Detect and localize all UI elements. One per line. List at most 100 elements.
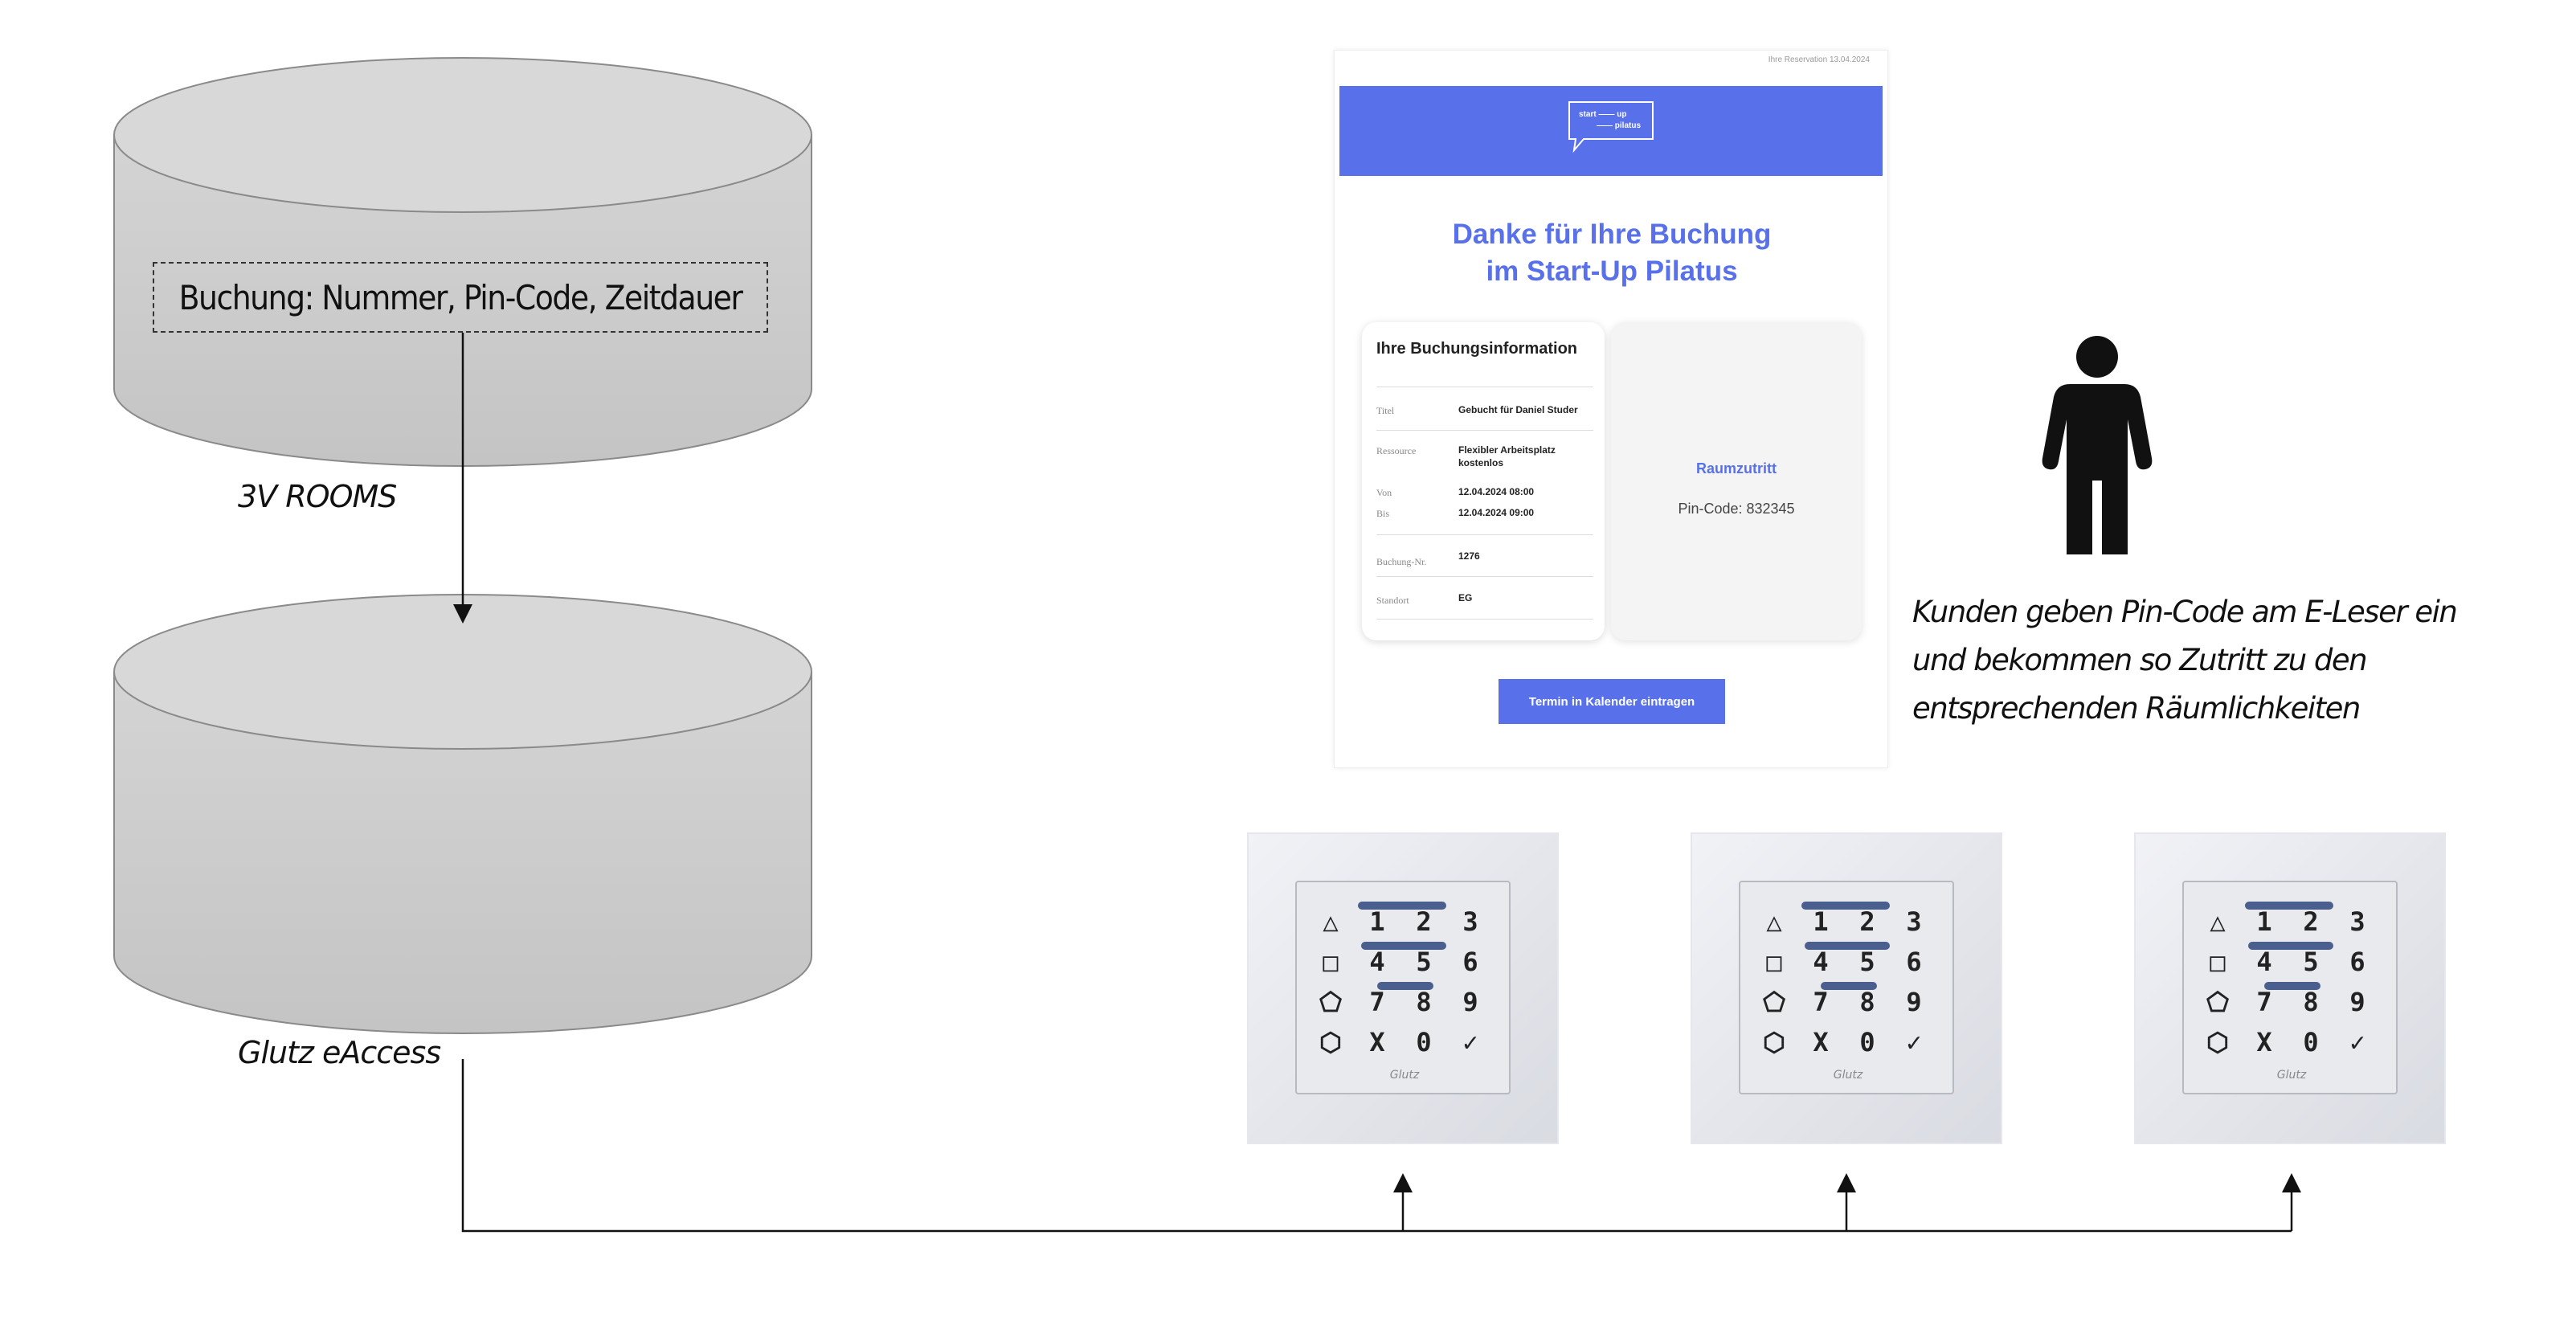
keypad-key[interactable]: 1	[1369, 906, 1385, 937]
info-value: 1276	[1458, 550, 1480, 562]
keypad-key[interactable]: 7	[1813, 987, 1829, 1017]
person-caption-line-1: Kunden geben Pin-Code am E-Leser ein	[1912, 595, 2458, 629]
keypad-key[interactable]: ⬡	[1319, 1027, 1342, 1057]
keypad-key[interactable]: 8	[1859, 987, 1875, 1017]
info-value: EG	[1458, 592, 1473, 603]
reader-brand-label: Glutz	[2276, 1069, 2307, 1082]
keypad-key[interactable]: 6	[1906, 947, 1922, 977]
keypad-key[interactable]: 2	[1859, 906, 1875, 937]
keypad-key[interactable]: 6	[1462, 947, 1478, 977]
keypad-key[interactable]: 9	[1462, 987, 1478, 1017]
keypad-key[interactable]: 4	[1369, 947, 1385, 977]
info-key: Buchung-Nr.	[1376, 556, 1427, 567]
connector-eaccess-to-readers	[461, 1059, 2293, 1233]
keypad-key[interactable]: 5	[2303, 947, 2319, 977]
database-label-3v-rooms: 3V ROOMS	[238, 479, 397, 514]
keypad-key[interactable]: 6	[2349, 947, 2365, 977]
keypad-key[interactable]: 0	[2303, 1027, 2319, 1057]
keypad-key[interactable]: ✓	[1462, 1027, 1478, 1057]
keypad-key[interactable]: 7	[1369, 987, 1385, 1017]
add-to-calendar-button[interactable]: Termin in Kalender eintragen	[1499, 679, 1725, 724]
keypad-key[interactable]: 7	[2256, 987, 2272, 1017]
booking-info-title: Ihre Buchungsinformation	[1376, 340, 1577, 358]
keypad-key[interactable]: 2	[1416, 906, 1432, 937]
info-key: Ressource	[1376, 445, 1417, 456]
keypad-key[interactable]: ⬡	[2206, 1027, 2229, 1057]
keypad-indicator-bar	[1358, 902, 1446, 910]
info-key: Titel	[1376, 405, 1395, 416]
arrowhead-reader-3	[2282, 1173, 2301, 1192]
database-glutz-eaccess	[113, 594, 812, 1034]
keypad-key[interactable]: △	[1323, 906, 1339, 937]
keypad-indicator-bar	[1801, 902, 1890, 910]
keypad-key[interactable]: ✓	[1906, 1027, 1922, 1057]
keypad-key[interactable]: X	[1813, 1027, 1829, 1057]
email-header: start —— up —— pilatus	[1339, 86, 1883, 176]
person-icon	[2042, 336, 2153, 554]
keypad-key[interactable]: □	[2210, 947, 2226, 977]
keypad-key[interactable]: △	[1766, 906, 1782, 937]
keypad-key[interactable]: 8	[1416, 987, 1432, 1017]
booking-confirmation-email: Ihre Reservation 13.04.2024 start —— up …	[1334, 50, 1888, 768]
thanks-line-1: Danke für Ihre Buchung	[1452, 219, 1772, 250]
keypad-key[interactable]: 1	[1813, 906, 1829, 937]
keypad-key[interactable]: □	[1323, 947, 1339, 977]
keypad-key[interactable]: 4	[1813, 947, 1829, 977]
keypad-indicator-bar	[2245, 902, 2333, 910]
keypad-key[interactable]: 1	[2256, 906, 2272, 937]
keypad-key[interactable]: 8	[2303, 987, 2319, 1017]
keypad-key[interactable]: 3	[1906, 906, 1922, 937]
keypad-indicator-bar	[2248, 942, 2333, 950]
info-value: 12.04.2024 08:00	[1458, 486, 1535, 497]
keypad-key[interactable]: △	[2210, 906, 2226, 937]
keypad-indicator-bar	[1805, 942, 1890, 950]
keypad-key[interactable]: ✓	[2349, 1027, 2365, 1057]
arrowhead-reader-2	[1837, 1173, 1856, 1192]
keypad-key[interactable]: ⬠	[1763, 987, 1785, 1017]
thanks-line-2: im Start-Up Pilatus	[1486, 256, 1738, 287]
keypad-key[interactable]: 9	[2349, 987, 2365, 1017]
info-row-titel: Titel Gebucht für Daniel Studer	[1376, 387, 1593, 431]
database-label-glutz-eaccess: Glutz eAccess	[238, 1035, 441, 1070]
info-row-buchung-nr: Buchung-Nr. 1276	[1376, 534, 1593, 577]
keypad-key[interactable]: 4	[2256, 947, 2272, 977]
person-caption: Kunden geben Pin-Code am E-Leser ein und…	[1912, 588, 2539, 733]
keypad-key[interactable]: 3	[1462, 906, 1478, 937]
reader-brand-label: Glutz	[1389, 1069, 1420, 1082]
keypad-key[interactable]: 0	[1859, 1027, 1875, 1057]
keypad-key[interactable]: X	[2256, 1027, 2272, 1057]
info-row-standort: Standort EG	[1376, 576, 1593, 620]
database-3v-rooms	[113, 57, 812, 467]
email-thanks-heading: Danke für Ihre Buchung im Start-Up Pilat…	[1335, 216, 1889, 290]
keypad-indicator-bar	[1361, 942, 1446, 950]
keypad-key[interactable]: 2	[2303, 906, 2319, 937]
info-key: Von	[1376, 487, 1392, 498]
booking-info-box: Buchung: Nummer, Pin-Code, Zeitdauer	[153, 262, 768, 333]
info-key: Standort	[1376, 595, 1409, 606]
booking-info-panel: Ihre Buchungsinformation Titel Gebucht f…	[1362, 322, 1605, 640]
keypad-indicator-bar	[1377, 982, 1433, 990]
logo-line-2: —— pilatus	[1597, 121, 1642, 130]
email-top-note: Ihre Reservation 13.04.2024	[1768, 55, 1870, 64]
person-caption-line-2: und bekommen so Zutritt zu den	[1912, 643, 2368, 677]
keypad-key[interactable]: 5	[1416, 947, 1432, 977]
keypad-key[interactable]: 5	[1859, 947, 1875, 977]
keypad-key[interactable]: □	[1766, 947, 1782, 977]
person-caption-line-3: entsprechenden Räumlichkeiten	[1912, 691, 2361, 726]
keypad-key[interactable]: ⬡	[1763, 1027, 1785, 1057]
keypad-key[interactable]: 0	[1416, 1027, 1432, 1057]
keypad-key[interactable]: ⬠	[2206, 987, 2229, 1017]
keypad-key[interactable]: X	[1369, 1027, 1385, 1057]
info-value: 12.04.2024 09:00	[1458, 507, 1535, 518]
info-key: Bis	[1376, 508, 1390, 519]
keypad-key[interactable]: 9	[1906, 987, 1922, 1017]
keypad-key[interactable]: 3	[2349, 906, 2365, 937]
keypad-key[interactable]: ⬠	[1319, 987, 1342, 1017]
arrow-booking-to-eaccess	[453, 333, 472, 624]
